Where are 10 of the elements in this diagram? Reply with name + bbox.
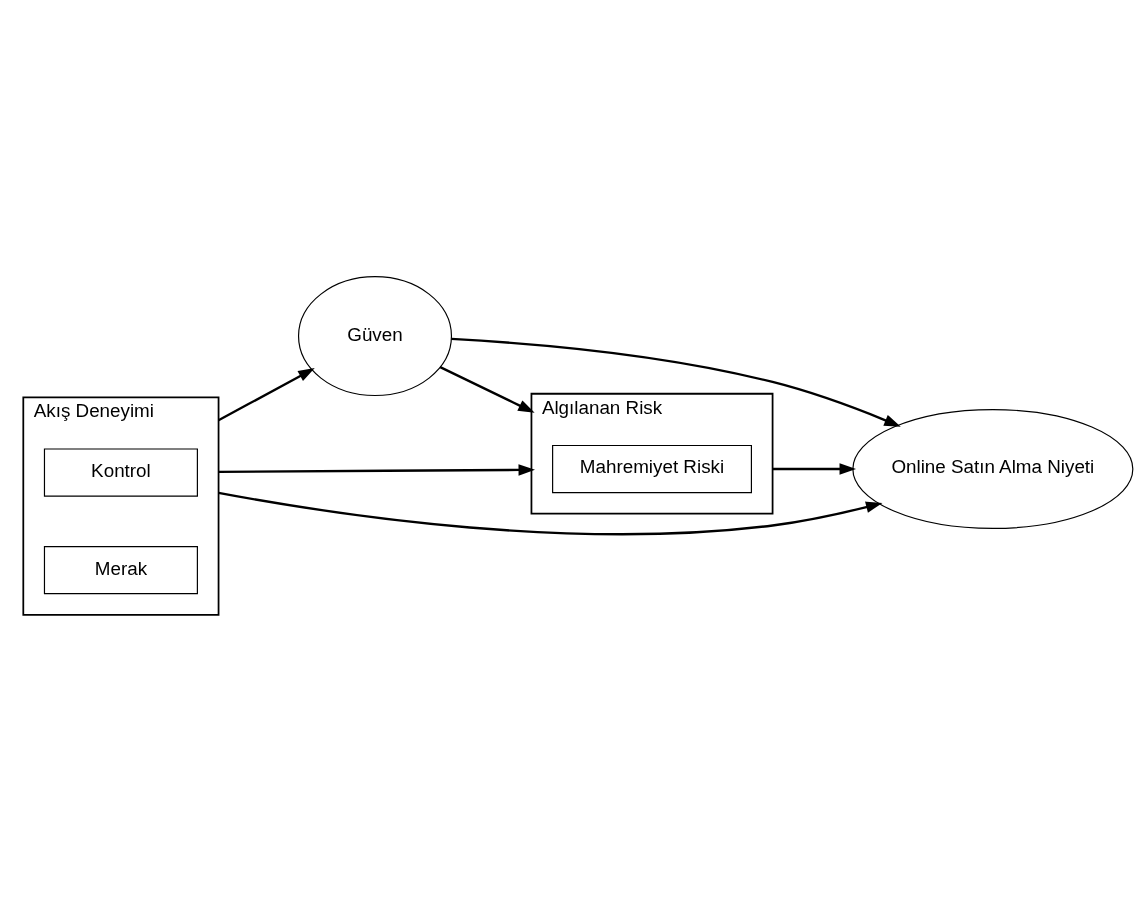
node-box: Merak — [43, 545, 198, 594]
node-ellipse: Online Satın Alma Niyeti — [852, 408, 1134, 529]
arrow — [218, 463, 535, 476]
arrow — [772, 462, 857, 475]
arrow — [218, 367, 315, 421]
node-box: Mahremiyet Riski — [552, 444, 752, 493]
node-box: Kontrol — [43, 447, 198, 497]
arrow — [451, 337, 901, 427]
arrow — [439, 365, 535, 413]
arrow — [218, 491, 883, 535]
